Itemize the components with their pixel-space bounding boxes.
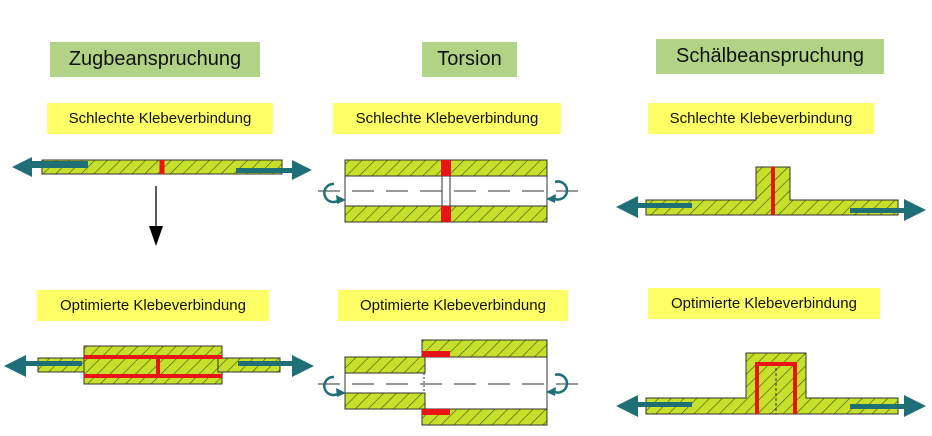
adhesive-layer	[422, 409, 450, 415]
rotation-arrow-icon	[546, 373, 569, 396]
heading-torsion: Torsion	[422, 42, 517, 77]
adhesive-layer	[422, 351, 450, 357]
rotation-arrow-icon	[323, 375, 346, 397]
force-arrow-icon	[616, 395, 692, 417]
rotation-arrow-icon	[323, 182, 346, 204]
heading-schaelbeanspruchung: Schälbeanspruchung	[656, 39, 884, 74]
torsion-good-joint	[318, 339, 580, 426]
adhesive-layer	[441, 206, 451, 222]
label-zug-good: Optimierte Klebeverbindung	[37, 290, 269, 321]
label-schael-good: Optimierte Klebeverbindung	[648, 288, 880, 319]
zug-bad-joint	[12, 157, 312, 180]
force-arrow-icon	[236, 160, 312, 180]
torsion-bad-joint	[318, 159, 580, 223]
adhesive-layer	[441, 160, 451, 176]
force-arrow-icon	[12, 157, 88, 177]
adhesive-layer	[755, 362, 797, 414]
schael-bad-joint	[616, 166, 926, 221]
force-arrow-icon	[850, 199, 926, 221]
label-zug-bad: Schlechte Klebeverbindung	[47, 103, 273, 134]
label-torsion-bad: Schlechte Klebeverbindung	[333, 103, 561, 134]
zug-good-joint	[4, 345, 314, 385]
force-arrow-icon	[238, 355, 314, 377]
heading-zugbeanspruchung: Zugbeanspruchung	[50, 42, 260, 77]
down-arrow-icon	[149, 186, 163, 246]
force-arrow-icon	[616, 196, 692, 218]
rotation-arrow-icon	[546, 180, 569, 203]
force-arrow-icon	[4, 355, 82, 377]
force-arrow-icon	[850, 395, 926, 417]
label-torsion-good: Optimierte Klebeverbindung	[338, 290, 568, 321]
schael-good-joint	[616, 352, 926, 417]
label-schael-bad: Schlechte Klebeverbindung	[648, 103, 874, 134]
